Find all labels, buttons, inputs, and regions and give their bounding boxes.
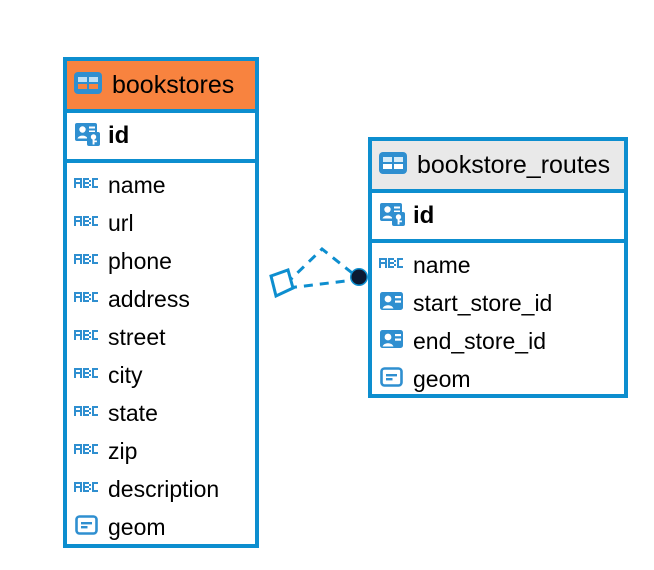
field-row[interactable]: street: [67, 318, 255, 356]
relation-line-lower: [287, 278, 355, 290]
field-name: zip: [108, 437, 138, 464]
field-row[interactable]: geom: [67, 508, 255, 546]
primary-key-icon: [74, 121, 102, 152]
foreign-key-icon: [379, 290, 405, 317]
field-row-primary-key[interactable]: id: [372, 193, 624, 239]
field-name: geom: [108, 513, 166, 540]
text-field-icon: [74, 250, 100, 273]
field-row[interactable]: geom: [372, 360, 624, 398]
entity-title: bookstores: [112, 70, 235, 99]
field-name: end_store_id: [413, 327, 546, 354]
field-name: start_store_id: [413, 289, 553, 316]
table-icon: [378, 151, 408, 180]
foreign-key-icon: [379, 328, 405, 355]
text-field-icon: [74, 212, 100, 235]
text-field-icon: [74, 364, 100, 387]
field-name: name: [413, 251, 471, 278]
field-row[interactable]: name: [67, 166, 255, 204]
entity-bookstore-routes[interactable]: bookstore_routes id: [368, 137, 628, 398]
text-field-icon: [74, 326, 100, 349]
field-row[interactable]: start_store_id: [372, 284, 624, 322]
field-row[interactable]: phone: [67, 242, 255, 280]
entity-title: bookstore_routes: [417, 150, 611, 179]
table-icon: [73, 71, 103, 100]
field-name: url: [108, 209, 134, 236]
primary-key-icon: [379, 201, 407, 232]
field-row[interactable]: description: [67, 470, 255, 508]
entity-header-bookstores[interactable]: bookstores: [67, 61, 255, 109]
text-field-icon: [74, 174, 100, 197]
primary-key-separator: [372, 239, 624, 243]
geometry-field-icon: [74, 513, 100, 542]
field-row[interactable]: state: [67, 394, 255, 432]
field-name: geom: [413, 365, 471, 392]
diamond-marker: [269, 268, 295, 299]
field-name: street: [108, 323, 166, 350]
field-row[interactable]: city: [67, 356, 255, 394]
field-row-primary-key[interactable]: id: [67, 113, 255, 159]
field-row[interactable]: url: [67, 204, 255, 242]
field-row[interactable]: zip: [67, 432, 255, 470]
field-name: name: [108, 171, 166, 198]
field-list-bookstores: name url phone address street city state zip des…: [67, 163, 255, 549]
text-field-icon: [74, 288, 100, 311]
entity-header-bookstore-routes[interactable]: bookstore_routes: [372, 141, 624, 189]
field-name: id: [108, 122, 130, 149]
primary-key-separator: [67, 159, 255, 163]
field-name: state: [108, 399, 158, 426]
text-field-icon: [74, 402, 100, 425]
field-name: city: [108, 361, 143, 388]
geometry-field-icon: [379, 365, 405, 394]
relation-line-upper: [284, 247, 357, 286]
field-row[interactable]: name: [372, 246, 624, 284]
filled-circle-marker: [350, 268, 368, 286]
text-field-icon: [379, 254, 405, 277]
field-row[interactable]: address: [67, 280, 255, 318]
field-name: description: [108, 475, 220, 502]
header-separator: [67, 109, 255, 113]
field-name: id: [413, 202, 435, 229]
text-field-icon: [74, 478, 100, 501]
field-name: address: [108, 285, 190, 312]
field-row[interactable]: end_store_id: [372, 322, 624, 360]
field-name: phone: [108, 247, 172, 274]
header-separator: [372, 189, 624, 193]
entity-bookstores[interactable]: bookstores id name: [63, 57, 259, 548]
text-field-icon: [74, 440, 100, 463]
